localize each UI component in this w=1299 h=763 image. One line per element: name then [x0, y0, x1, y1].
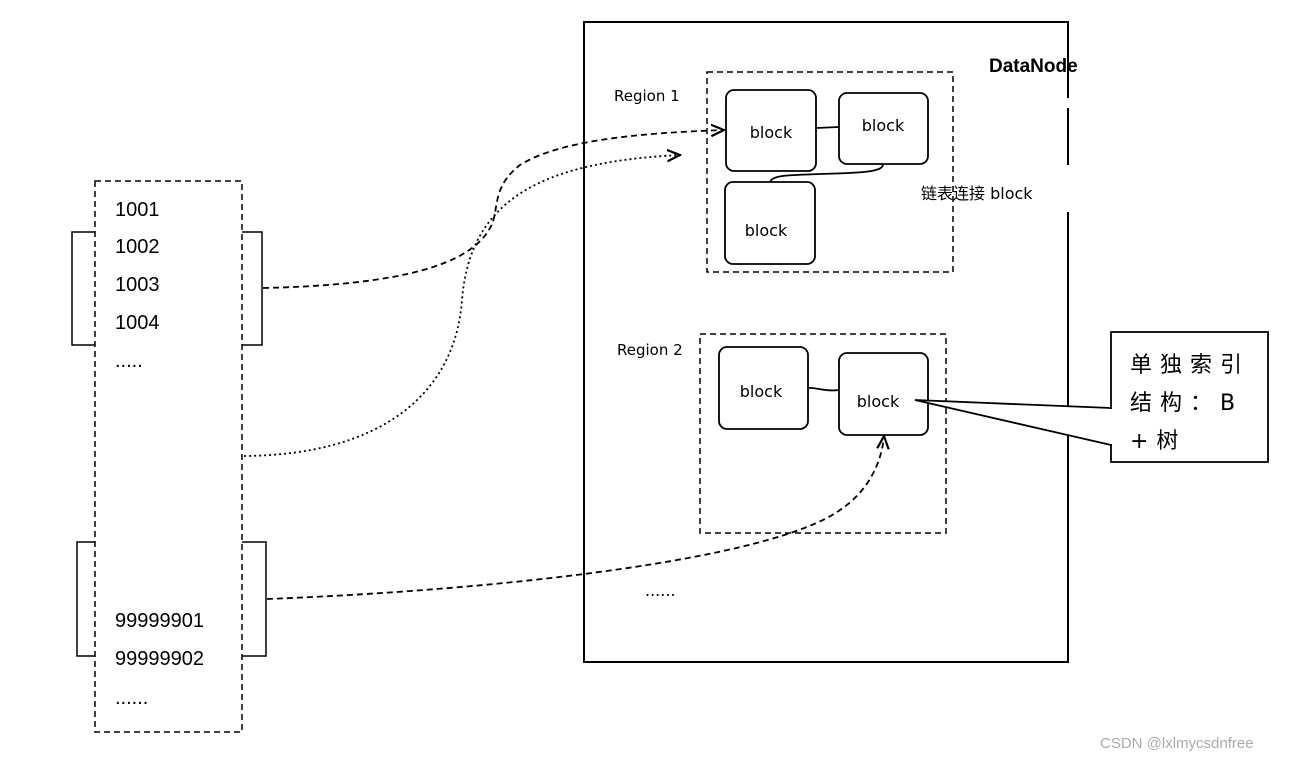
block-label: block: [744, 221, 788, 240]
region-1-box: [706, 71, 954, 273]
key-label: 99999901: [115, 610, 204, 632]
block-label: block: [861, 116, 905, 135]
region-1-link-2-3: [769, 163, 884, 183]
block-label: block: [739, 382, 783, 401]
key-ellipsis: ......: [115, 687, 149, 709]
connector-middle-to-region-1: [243, 155, 680, 457]
block-label: block: [749, 123, 793, 142]
connector-bottom-group-to-region-2: [266, 436, 884, 600]
index-callout-text: 单独索引结构：B+树: [1130, 353, 1251, 454]
key-label: 1001: [115, 199, 160, 221]
datanode-ellipsis: ......: [645, 581, 676, 600]
key-label: 1003: [115, 274, 160, 296]
top-group-bracket-left: [71, 231, 95, 346]
key-ellipsis: .....: [115, 350, 143, 372]
region-2-label: Region 2: [617, 341, 683, 359]
key-column: [94, 180, 243, 733]
region-1-label: Region 1: [614, 87, 680, 105]
datanode-title: DataNode: [989, 56, 1078, 77]
linked-list-note: 链表连接 block: [921, 184, 1033, 203]
key-label: 1004: [115, 312, 160, 334]
region-1-link-1-2: [815, 126, 840, 129]
region-1-block-1: [725, 89, 817, 172]
block-label: block: [856, 392, 900, 411]
bottom-group-bracket-right: [242, 541, 267, 657]
region-2-link-1-2: [807, 386, 840, 392]
datanode-box: [583, 21, 1069, 663]
top-group-bracket-right: [242, 231, 263, 346]
index-callout-pointer: [914, 399, 1112, 447]
key-label: 1002: [115, 236, 160, 258]
index-callout-box: [1110, 331, 1269, 463]
region-2-box: [699, 333, 947, 534]
key-label: 99999902: [115, 648, 204, 670]
connector-top-group-to-region-1: [262, 130, 724, 289]
watermark: CSDN @lxlmycsdnfree: [1100, 735, 1254, 752]
bottom-group-bracket-left: [76, 541, 95, 657]
